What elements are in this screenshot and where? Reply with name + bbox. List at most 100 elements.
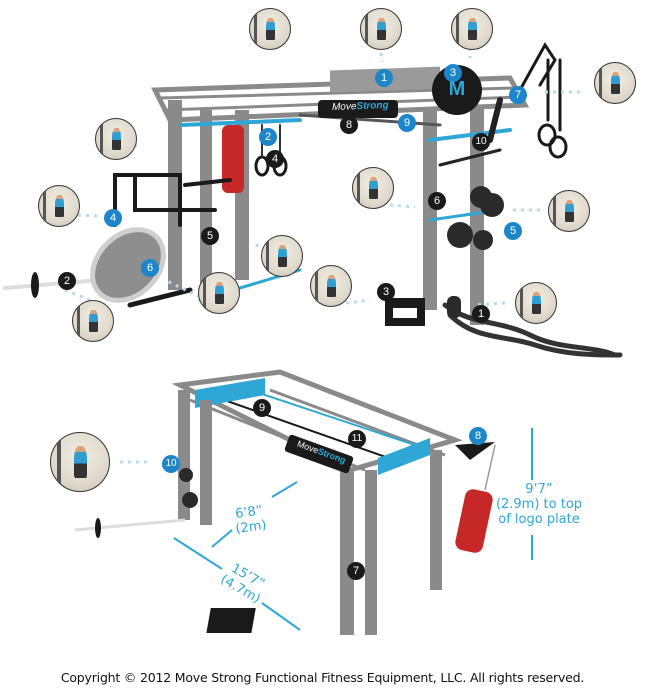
upright <box>470 105 484 325</box>
pulley <box>487 97 503 143</box>
weight-plate <box>473 230 493 250</box>
height-dimension-label: 9’7” (2.9m) to top of logo plate <box>494 482 584 527</box>
exercise-photo <box>72 300 114 342</box>
weight-plate <box>182 492 198 508</box>
height-metric: (2.9m) to top <box>495 497 583 512</box>
logo-disc-letter: M <box>448 78 466 100</box>
bag-chain <box>484 444 496 491</box>
callout-marker: 2 <box>259 128 277 146</box>
heavy-bag <box>455 489 493 553</box>
heavy-bag <box>222 125 244 193</box>
pointer-arrow <box>329 298 371 307</box>
blue-banner <box>378 438 430 475</box>
barbell <box>3 278 102 290</box>
callout-marker: 7 <box>509 86 527 104</box>
upright <box>340 470 354 635</box>
barbell <box>74 518 186 532</box>
crossbar <box>438 148 502 167</box>
pointer-arrow <box>64 288 91 302</box>
callout-marker: 6 <box>141 259 159 277</box>
copyright-notice: Copyright © 2012 Move Strong Functional … <box>60 670 585 685</box>
brand-strong: Strong <box>356 100 389 113</box>
bottom-rig-rail <box>249 389 431 451</box>
upright <box>200 400 212 525</box>
exercise-photo <box>352 167 394 209</box>
callout-marker: 10 <box>162 455 180 473</box>
callout-marker: 2 <box>58 272 76 290</box>
callout-marker: 8 <box>340 116 358 134</box>
callout-marker: 10 <box>472 133 490 151</box>
blue-banner <box>195 378 265 408</box>
length-dimension-line <box>261 602 301 631</box>
exercise-photo <box>594 62 636 104</box>
callout-marker: 6 <box>428 192 446 210</box>
logo-plate <box>284 434 354 474</box>
exercise-photo <box>548 190 590 232</box>
upright <box>365 470 377 635</box>
bottom-rig <box>74 369 533 635</box>
battle-rope <box>447 312 623 358</box>
bag-arm <box>455 442 495 460</box>
callout-marker: 1 <box>375 69 393 87</box>
barbell-plate <box>31 272 39 298</box>
exercise-photo <box>310 265 352 307</box>
battle-rope <box>442 302 618 358</box>
barbell-plate <box>95 518 101 538</box>
height-note: of logo plate <box>498 512 580 527</box>
exercise-photo <box>249 8 291 50</box>
length-dimension-line <box>173 537 223 570</box>
callout-marker: 11 <box>348 430 366 448</box>
pointer-arrow <box>164 278 201 299</box>
exercise-photo <box>50 432 110 492</box>
callout-marker: 1 <box>472 305 490 323</box>
pointer-arrow <box>69 213 101 218</box>
exercise-photo <box>198 272 240 314</box>
pointer-arrow <box>474 301 506 307</box>
dip-station <box>183 178 232 187</box>
exercise-photo <box>515 282 557 324</box>
exercise-photo <box>38 185 80 227</box>
ring-strap <box>518 42 562 132</box>
pointer-arrow <box>389 203 416 209</box>
exercise-photo <box>95 118 137 160</box>
plyo-box-cutout <box>393 308 417 318</box>
upright <box>168 100 182 290</box>
gymnastic-ring <box>548 135 568 159</box>
depth-dimension-line <box>211 529 233 548</box>
upright <box>430 450 442 590</box>
callout-marker: 4 <box>104 209 122 227</box>
pullup-bar <box>180 118 302 127</box>
callout-marker: 3 <box>377 283 395 301</box>
logo-plate <box>318 100 398 118</box>
callout-marker: 5 <box>504 222 522 240</box>
depth-dimension-line <box>271 481 298 498</box>
callout-marker: 4 <box>266 150 284 168</box>
dip-station <box>113 173 217 227</box>
exercise-photo <box>451 8 493 50</box>
upright <box>200 110 212 290</box>
upright <box>178 390 190 520</box>
weight-plate <box>179 468 193 482</box>
callout-marker: 8 <box>469 427 487 445</box>
callout-marker: 9 <box>398 114 416 132</box>
brand-move: Move <box>331 101 357 113</box>
callout-marker: 3 <box>444 64 462 82</box>
exercise-photo <box>261 235 303 277</box>
exercise-photo <box>360 8 402 50</box>
gymnastic-ring <box>537 123 557 147</box>
rebounder <box>90 227 166 303</box>
upright <box>423 110 437 310</box>
plyo-step <box>206 608 256 633</box>
callout-marker: 5 <box>201 227 219 245</box>
weight-plate <box>480 193 504 217</box>
depth-dimension-label: 6’8” (2m) <box>228 502 272 537</box>
bottom-rig-rail <box>209 394 401 463</box>
pullup-bar <box>428 128 512 142</box>
top-rig <box>3 42 623 358</box>
rebounder-base <box>127 287 193 308</box>
logo-plate-text: MoveStrong <box>332 100 389 113</box>
weight-plate <box>447 222 473 248</box>
callout-marker: 9 <box>253 399 271 417</box>
